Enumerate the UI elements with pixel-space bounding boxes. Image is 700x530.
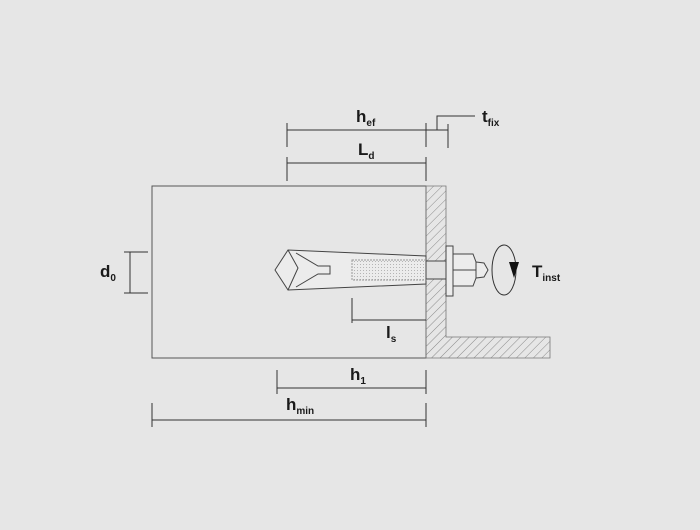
label-d0: d0 <box>100 262 116 284</box>
torque-arrow-icon <box>491 244 519 296</box>
label-h1: h1 <box>350 365 366 387</box>
label-hef: hef <box>356 107 376 129</box>
dimension-lines <box>124 115 475 427</box>
label-ld: Ld <box>358 140 375 162</box>
label-tfix: tfix <box>482 107 500 129</box>
label-hmin: hmin <box>286 395 314 417</box>
anchor <box>274 245 489 297</box>
label-ls: ls <box>386 323 397 345</box>
label-tinst: Tinst <box>532 262 561 284</box>
fixture-plate <box>425 185 551 359</box>
